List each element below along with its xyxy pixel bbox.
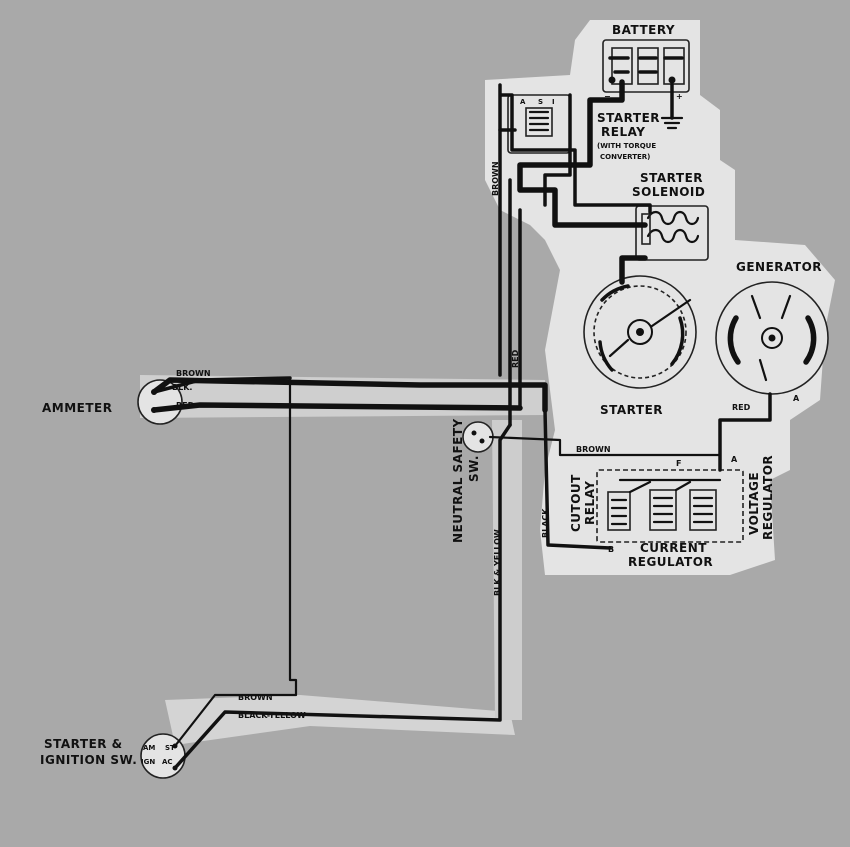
svg-text:−: −	[604, 92, 611, 101]
neutral-safety-label-1: NEUTRAL SAFETY	[451, 418, 465, 543]
wire-label-ammeter-blk: BLK.	[172, 383, 192, 392]
neutral-safety-label-2: SW.	[467, 455, 481, 482]
wire-label-regulator-brown: BROWN	[576, 445, 611, 454]
torque-note-1: (WITH TORQUE	[597, 142, 656, 150]
wire-label-red-vertical: RED	[511, 349, 520, 368]
wire-label-ammeter-brown: BROWN	[176, 369, 211, 378]
current-regulator-label-2: REGULATOR	[628, 555, 713, 569]
starter-solenoid-label-2: SOLENOID	[632, 185, 705, 199]
starter-solenoid-label-1: STARTER	[640, 171, 703, 185]
wire-label-regulator-black: BLACK	[541, 508, 550, 538]
battery: − +	[602, 39, 690, 101]
svg-text:A: A	[520, 98, 526, 106]
starter-relay-label-1: STARTER	[597, 111, 660, 125]
wire-label-bottom-black-yellow: BLACK-YELLOW	[238, 711, 306, 720]
wires	[151, 79, 772, 770]
wire-label-bottom-brown: BROWN	[238, 693, 273, 702]
regulator-terminal-f: F	[676, 459, 681, 468]
ign-terminal-am: AM	[143, 744, 155, 752]
ign-terminal-ac: AC	[162, 758, 173, 766]
voltage-regulator-assembly	[596, 469, 744, 543]
neutral-safety-switch	[462, 421, 494, 453]
wire-label-ammeter-red: RED	[176, 401, 195, 410]
cutout-relay-label-2: RELAY	[583, 481, 597, 525]
regulator-terminal-b: B	[608, 545, 614, 554]
current-regulator-label-1: CURRENT	[640, 541, 707, 555]
ground-icon	[660, 82, 684, 130]
voltage-regulator-label-1: VOLTAGE	[747, 472, 761, 535]
cutout-relay-label-1: CUTOUT	[569, 474, 583, 532]
voltage-regulator-label-2: REGULATOR	[761, 455, 775, 540]
wire-label-generator-red: RED	[732, 403, 751, 412]
ign-terminal-ign: IGN	[141, 758, 155, 766]
ammeter-label: AMMETER	[42, 401, 113, 415]
starter-relay-label-2: RELAY	[601, 125, 645, 139]
starter-motor	[583, 275, 697, 389]
generator-label: GENERATOR	[736, 260, 822, 274]
regulator-terminal-a: A	[731, 455, 738, 464]
wire-label-blk-yellow-vertical: BLK & YELLOW	[493, 529, 502, 596]
wire-label-brown-vertical: BROWN	[491, 161, 500, 196]
starter-solenoid	[635, 205, 709, 261]
svg-text:I: I	[552, 98, 555, 106]
ign-terminal-st: ST	[165, 744, 175, 752]
harness-strip-bottom	[165, 695, 515, 745]
starter-label: STARTER	[600, 403, 663, 417]
ignition-switch-label-2: IGNITION SW.	[40, 753, 137, 767]
svg-text:S: S	[538, 98, 543, 106]
svg-text:+: +	[676, 92, 683, 101]
torque-note-2: CONVERTER)	[600, 153, 650, 161]
ignition-switch-label-1: STARTER &	[44, 737, 123, 751]
generator-terminal-a: A	[793, 394, 800, 403]
starter-relay: A S I	[507, 94, 571, 154]
generator	[715, 281, 829, 395]
battery-label: BATTERY	[612, 23, 675, 37]
